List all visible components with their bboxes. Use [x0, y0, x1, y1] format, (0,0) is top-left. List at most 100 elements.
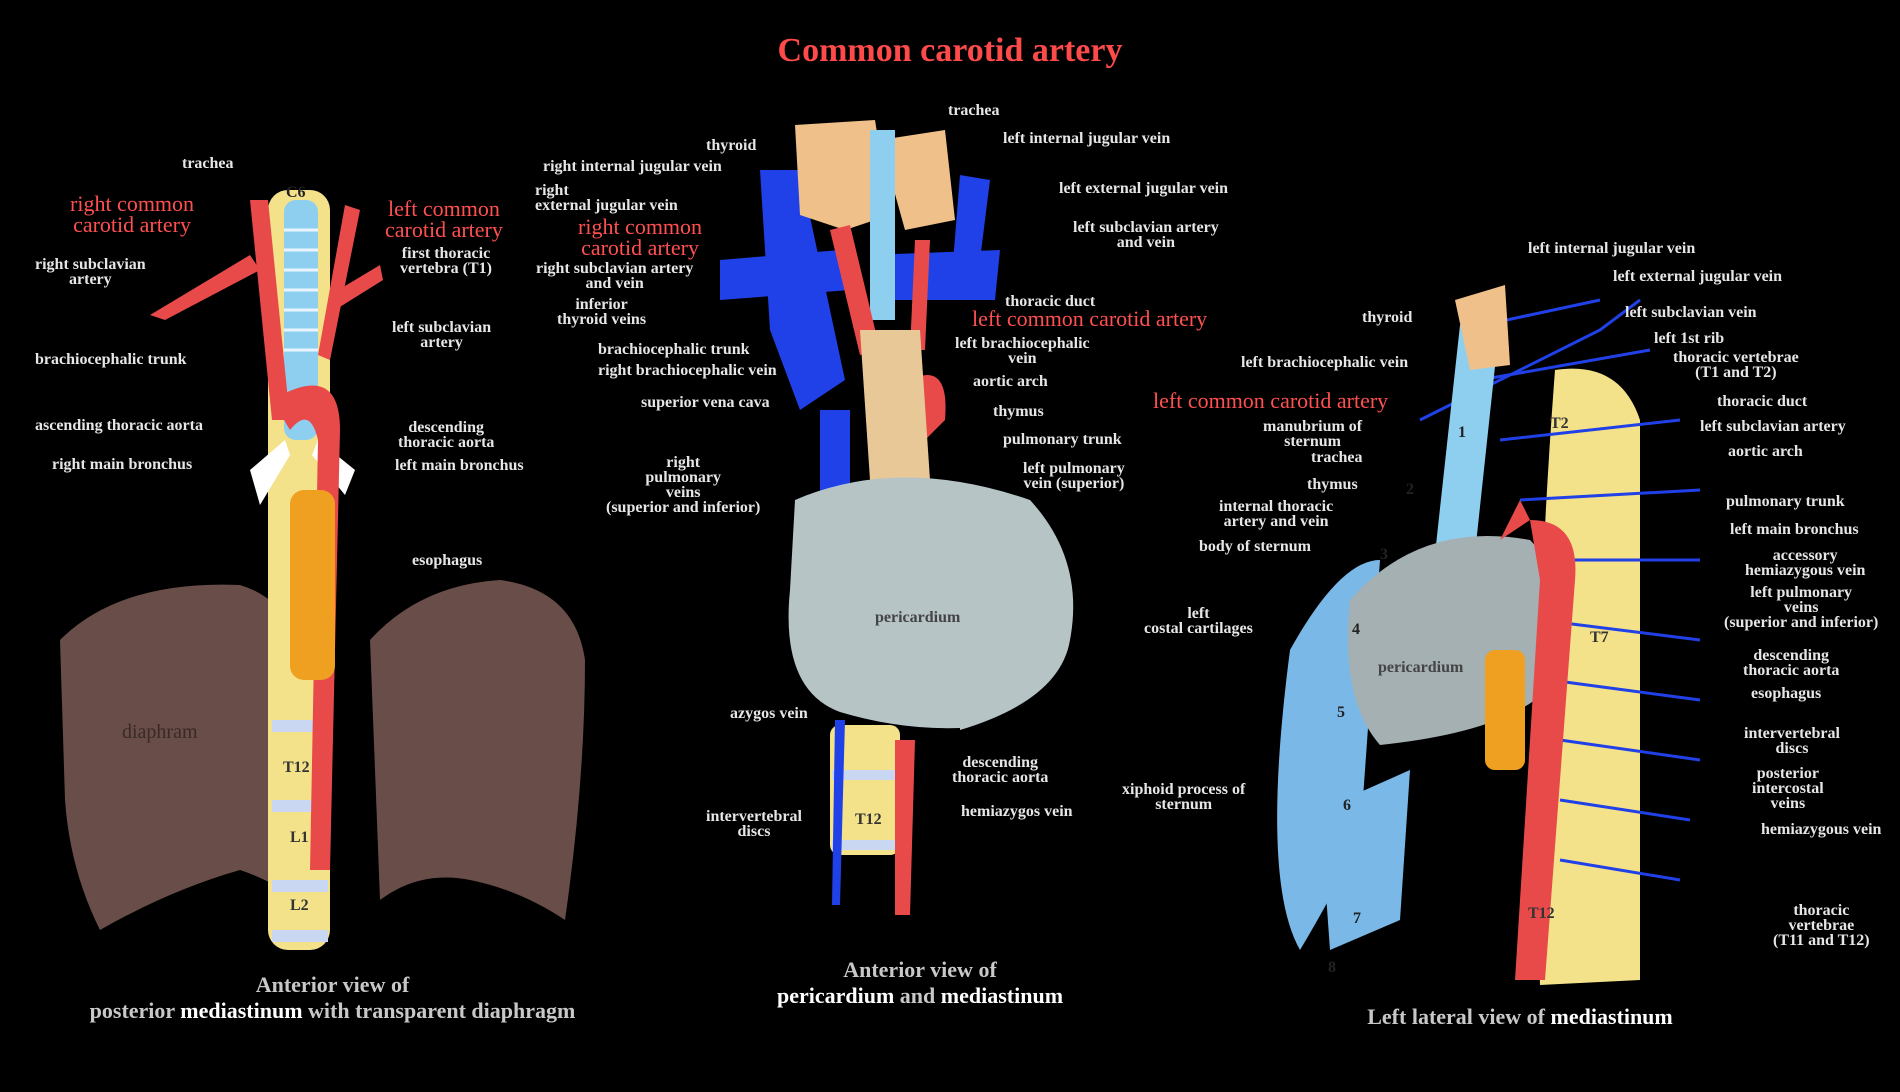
label-left-main-bronchus: left main bronchus [395, 457, 524, 474]
label-left-brachiocephalic-vein-3: left brachiocephalic vein [1241, 354, 1409, 371]
label-thoracic-duct: thoracic duct [1005, 293, 1096, 310]
label-xiphoid: xiphoid process of sternum [1122, 781, 1246, 813]
panel3-render [1277, 285, 1701, 986]
label-thyroid-3: thyroid [1362, 309, 1413, 326]
label-right-subclavian-artery: right subclavian artery [35, 256, 146, 288]
label-intervertebral-discs: intervertebral discs [706, 808, 802, 840]
label-left-internal-jugular: left internal jugular vein [1003, 130, 1171, 147]
label-left-brachiocephalic-vein: left brachiocephalic vein [955, 335, 1090, 367]
label-posterior-intercostal: posterior intercostal veins [1752, 765, 1824, 812]
page-title: Common carotid artery [777, 32, 1123, 69]
label-right-common-carotid: right common carotid artery [70, 191, 195, 237]
label-brachiocephalic-trunk-2: brachiocephalic trunk [598, 341, 750, 358]
caption-panel1: Anterior view of posterior mediastinum w… [40, 972, 625, 1024]
label-accessory-hemiazygous: accessory hemiazygous vein [1745, 547, 1866, 579]
label-pericardium: pericardium [875, 609, 961, 626]
caption3-a: Left lateral view of [1367, 1004, 1551, 1029]
label-right-common-carotid-2: right common carotid artery [578, 214, 703, 260]
caption2-line2b: and [894, 983, 941, 1008]
label-left-common-carotid-3: left common carotid artery [1153, 388, 1389, 413]
label-thyroid: thyroid [706, 137, 757, 154]
label-t12-2: T12 [855, 811, 882, 828]
label-right-subclavian-artery-vein: right subclavian artery and vein [536, 260, 694, 292]
label-pulmonary-trunk: pulmonary trunk [1003, 431, 1122, 448]
label-descending-aorta: descending thoracic aorta [398, 419, 495, 451]
label-right-pulmonary-veins: right pulmonary veins (superior and infe… [606, 454, 761, 516]
label-left-pulmonary-veins-3: left pulmonary veins (superior and infer… [1724, 584, 1879, 631]
label-left-pulmonary-vein: left pulmonary vein (superior) [1023, 460, 1125, 492]
thyroid-shape [795, 120, 890, 230]
label-brachiocephalic-trunk: brachiocephalic trunk [35, 351, 187, 368]
label-diaphram: diaphram [122, 721, 198, 743]
label-thoracic-duct-3: thoracic duct [1717, 393, 1808, 410]
label-t12: T12 [283, 759, 310, 776]
label-left-internal-jugular-3: left internal jugular vein [1528, 240, 1696, 257]
label-ascending-aorta: ascending thoracic aorta [35, 417, 203, 434]
label-left-subclavian-vein-3: left subclavian vein [1625, 304, 1757, 321]
caption2-line2c: mediastinum [940, 983, 1064, 1008]
label-left-common-carotid-2: left common carotid artery [972, 306, 1208, 331]
label-thymus: thymus [993, 403, 1044, 420]
caption2-line1: Anterior view of [843, 957, 997, 982]
label-body-of-sternum: body of sternum [1199, 538, 1312, 555]
label-esophagus-3: esophagus [1751, 685, 1822, 702]
label-pulmonary-trunk-3: pulmonary trunk [1726, 493, 1845, 510]
label-left-subclavian-artery-3: left subclavian artery [1700, 418, 1846, 435]
label-azygos-vein: azygos vein [730, 705, 808, 722]
label-superior-vena-cava: superior vena cava [641, 394, 770, 411]
esophagus-shape [290, 490, 335, 680]
rib-number-1: 1 [1458, 424, 1466, 441]
label-t12-3: T12 [1528, 905, 1555, 922]
label-aortic-arch-3: aortic arch [1728, 443, 1803, 460]
label-hemiazygous-vein-3: hemiazygous vein [1761, 821, 1882, 838]
label-right-internal-jugular: right internal jugular vein [543, 158, 722, 175]
label-hemiazygos-vein: hemiazygos vein [961, 803, 1073, 820]
diaphragm-shape-right [370, 580, 585, 920]
label-internal-thoracic: internal thoracic artery and vein [1219, 498, 1334, 530]
label-descending-aorta-2: descending thoracic aorta [952, 754, 1049, 786]
label-left-external-jugular-3: left external jugular vein [1613, 268, 1783, 285]
label-c6: C6 [286, 184, 306, 201]
label-left-subclavian-artery-vein: left subclavian artery and vein [1073, 219, 1219, 251]
label-right-main-bronchus: right main bronchus [52, 456, 193, 473]
label-manubrium: manubrium of sternum [1263, 418, 1363, 450]
rib-number-2: 2 [1406, 481, 1414, 498]
label-left-external-jugular: left external jugular vein [1059, 180, 1229, 197]
trachea-shape [284, 200, 318, 440]
label-costal-cartilages: left costal cartilages [1144, 605, 1253, 637]
caption1-line2c: with transparent diaphragm [302, 998, 576, 1023]
label-trachea-3: trachea [1311, 449, 1363, 466]
diaphragm-shape [60, 584, 300, 930]
rib-number-5: 5 [1337, 704, 1345, 721]
label-inferior-thyroid-veins: inferior thyroid veins [557, 296, 647, 328]
label-thoracic-vertebrae-t1-t2: thoracic vertebrae (T1 and T2) [1673, 349, 1799, 381]
label-thymus-3: thymus [1307, 476, 1358, 493]
label-descending-aorta-3: descending thoracic aorta [1743, 647, 1840, 679]
label-left-1st-rib: left 1st rib [1654, 330, 1725, 347]
label-trachea-2: trachea [948, 102, 1000, 119]
label-first-thoracic-vertebra: first thoracic vertebra (T1) [400, 245, 492, 277]
label-left-common-carotid: left common carotid artery [385, 196, 503, 242]
rib-number-6: 6 [1343, 797, 1351, 814]
caption-panel2: Anterior view of pericardium and mediast… [720, 957, 1120, 1009]
label-l1: L1 [290, 829, 309, 846]
label-trachea: trachea [182, 155, 234, 172]
label-right-brachiocephalic-vein: right brachiocephalic vein [598, 362, 777, 379]
caption2-line2a: pericardium [776, 983, 895, 1008]
label-left-main-bronchus-3: left main bronchus [1730, 521, 1859, 538]
label-pericardium-3: pericardium [1378, 659, 1464, 676]
rib-number-8: 8 [1328, 959, 1336, 976]
pericardium-shape [788, 477, 1074, 730]
rib-number-7: 7 [1353, 910, 1361, 927]
label-right-external-jugular: right external jugular vein [535, 182, 678, 214]
panel2-render [720, 120, 1074, 915]
caption1-line2b: mediastinum [180, 998, 303, 1023]
caption1-line2a: posterior [89, 998, 181, 1023]
label-intervertebral-discs-3: intervertebral discs [1744, 725, 1840, 757]
label-aortic-arch: aortic arch [973, 373, 1048, 390]
caption-panel3: Left lateral view of mediastinum [1290, 1004, 1750, 1030]
caption1-line1: Anterior view of [255, 972, 410, 997]
panel1-render [60, 190, 585, 950]
